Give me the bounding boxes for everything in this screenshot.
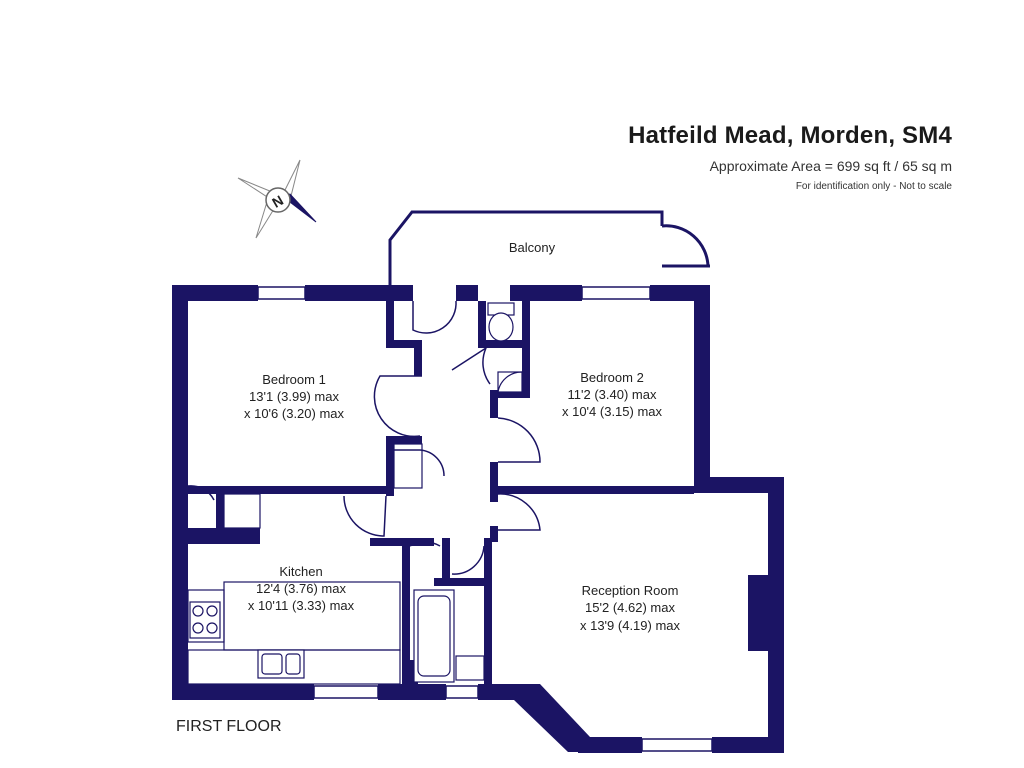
property-title: Hatfeild Mead, Morden, SM4	[628, 122, 952, 149]
scale-note: For identification only - Not to scale	[795, 181, 952, 192]
fixtures	[187, 302, 523, 685]
balcony-label: Balcony	[509, 240, 556, 255]
windows	[257, 286, 713, 752]
approximate-area: Approximate Area = 699 sq ft / 65 sq m	[709, 158, 952, 174]
interior-walls	[188, 301, 694, 684]
exterior-walls	[172, 285, 784, 753]
bedroom1-dim2: x 10'6 (3.20) max	[244, 406, 345, 421]
doors	[187, 300, 541, 575]
kitchen-dim2: x 10'11 (3.33) max	[248, 598, 355, 613]
bedroom1-dim1: 13'1 (3.99) max	[249, 389, 339, 404]
reception-label: Reception Room	[582, 583, 679, 598]
bedroom1-label: Bedroom 1	[262, 372, 326, 387]
reception-dim1: 15'2 (4.62) max	[585, 600, 675, 615]
kitchen-dim1: 12'4 (3.76) max	[256, 581, 346, 596]
bedroom2-dim2: x 10'4 (3.15) max	[562, 404, 663, 419]
bedroom2-dim1: 11'2 (3.40) max	[568, 387, 657, 402]
floor-label: FIRST FLOOR	[176, 718, 282, 735]
kitchen-label: Kitchen	[279, 564, 322, 579]
balcony-outline	[388, 210, 710, 285]
bedroom2-label: Bedroom 2	[580, 370, 644, 385]
room-labels: Balcony Bedroom 1 13'1 (3.99) max x 10'6…	[244, 240, 681, 633]
compass-icon: N	[237, 159, 317, 239]
reception-dim2: x 13'9 (4.19) max	[580, 618, 681, 633]
